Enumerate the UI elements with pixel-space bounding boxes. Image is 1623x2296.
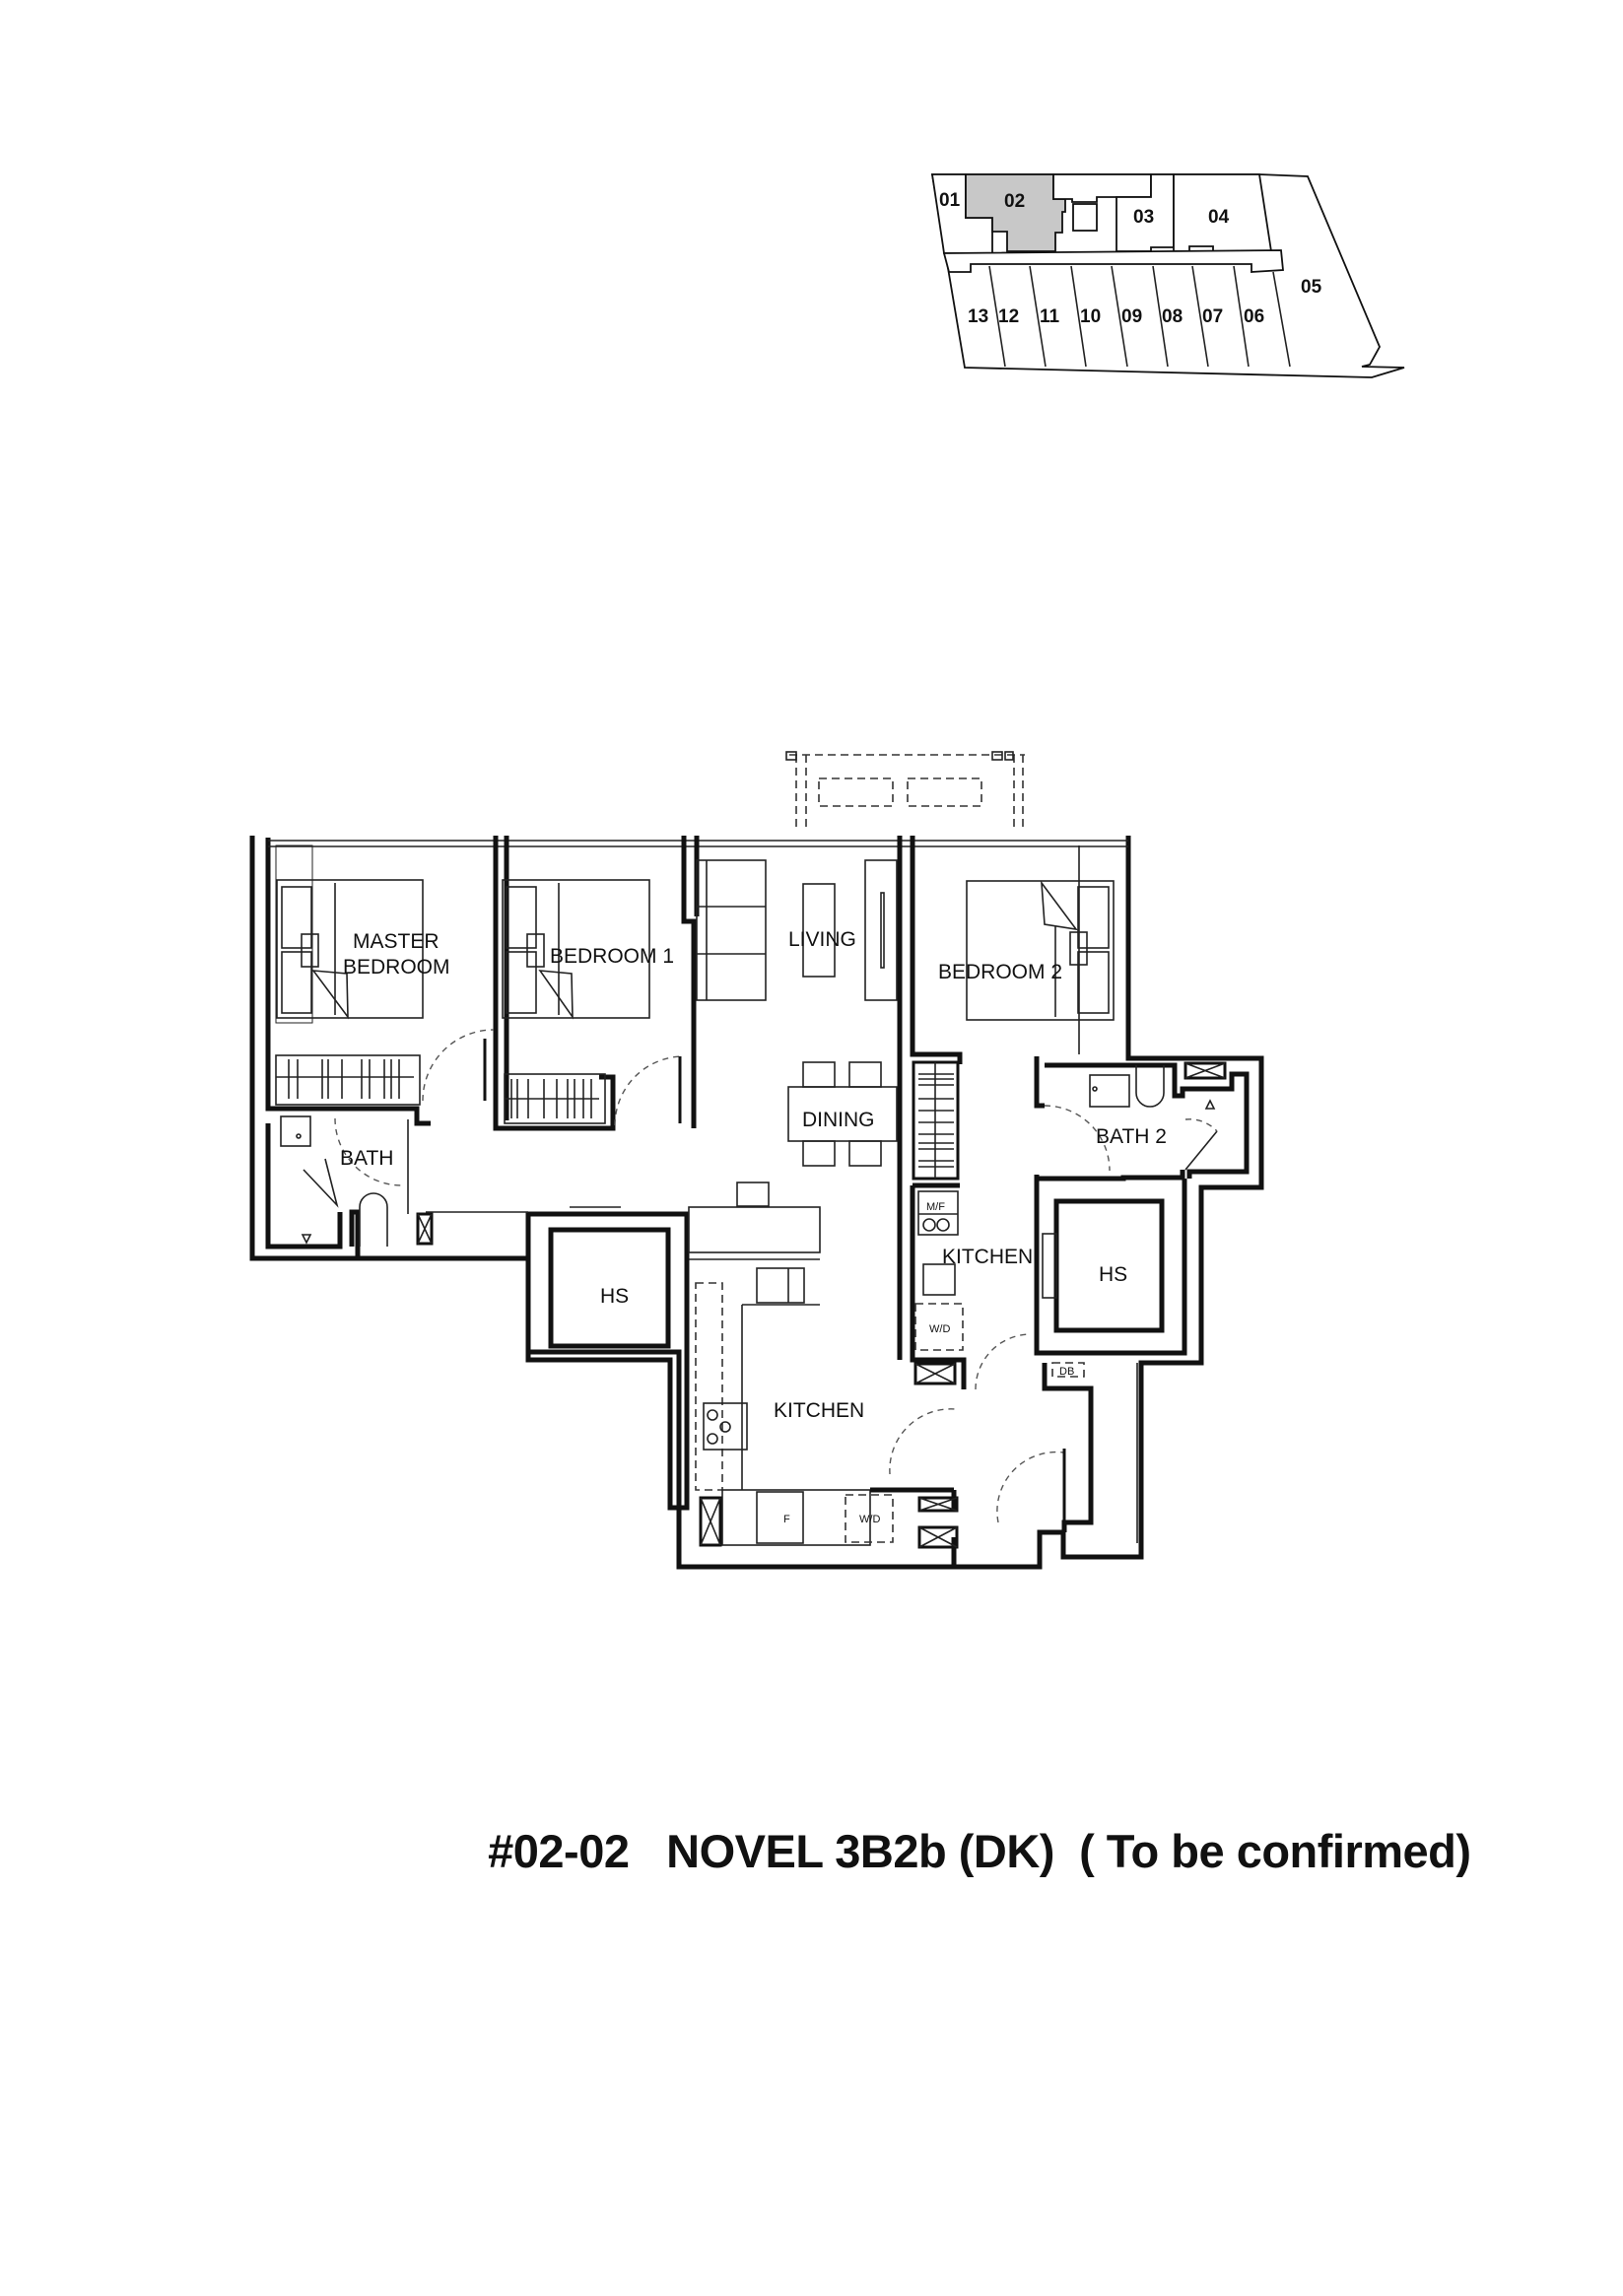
wet-kitchen-counters	[688, 1206, 894, 1547]
label-bedroom-1: BEDROOM 1	[550, 945, 674, 968]
service-shafts	[917, 1496, 959, 1549]
bedroom1-bed	[502, 879, 650, 1020]
key-lift	[1072, 203, 1098, 232]
key-label-02: 02	[1004, 191, 1025, 212]
label-wd-upper: W/D	[929, 1323, 950, 1335]
tv-console	[864, 859, 898, 1001]
label-db: DB	[1059, 1366, 1074, 1378]
floor-plan: M/F W/D DB	[249, 751, 1264, 1570]
dining-table	[787, 1061, 898, 1167]
key-label-03: 03	[1133, 207, 1154, 228]
key-lower-dividers	[988, 265, 1291, 368]
bedroom1-wardrobe	[504, 1073, 606, 1124]
key-label-09: 09	[1121, 306, 1142, 327]
hs-right-wall	[1034, 1179, 1187, 1356]
master-bed	[275, 844, 424, 1024]
label-hs-left: HS	[600, 1285, 629, 1308]
label-master-bedroom-2: BEDROOM	[343, 956, 450, 979]
label-kitchen-dry: KITCHEN.	[942, 1246, 1039, 1268]
bath2-fixtures	[1044, 1061, 1227, 1172]
label-living: LIVING	[788, 928, 856, 951]
entrance-corridor-wall	[1042, 1363, 1094, 1532]
label-hs-right: HS	[1099, 1263, 1127, 1286]
key-plan: 01 02 03 04 05 06 07 08 09 10 11 12 13	[930, 173, 1405, 378]
unit-number: #02-02	[488, 1825, 630, 1877]
key-corridor	[942, 249, 1284, 273]
hs-left	[548, 1227, 671, 1349]
interior-wall-left	[265, 838, 431, 1258]
key-label-06: 06	[1244, 306, 1264, 327]
unit-type: NOVEL 3B2b (DK)	[666, 1825, 1054, 1877]
key-label-01: 01	[939, 190, 961, 211]
hs-right-door	[1042, 1233, 1057, 1299]
living-sofa	[696, 859, 767, 1001]
label-fridge: F	[783, 1514, 790, 1525]
kitchen-partition	[870, 1487, 957, 1567]
dry-kitchen-shelves	[912, 1060, 960, 1181]
main-door-swing	[996, 1451, 1064, 1523]
label-bath-2: BATH 2	[1096, 1125, 1167, 1148]
db-box	[1051, 1362, 1085, 1378]
key-label-08: 08	[1162, 306, 1183, 327]
dry-kitchen-wall	[910, 1182, 967, 1389]
wall-bed1-living	[681, 836, 700, 1128]
coffee-table	[802, 883, 836, 978]
unit-title: #02-02 NOVEL 3B2b (DK) ( To be confirmed…	[463, 1770, 1471, 1878]
key-label-04: 04	[1208, 207, 1230, 228]
key-label-13: 13	[968, 306, 988, 327]
bedroom2-bed	[966, 845, 1115, 1054]
balcony	[785, 751, 1025, 831]
label-master-bedroom-1: MASTER	[353, 930, 440, 953]
kitchen-door-swing	[889, 1408, 956, 1475]
label-wd-lower: W/D	[859, 1514, 880, 1525]
label-bath: BATH	[340, 1147, 393, 1170]
key-label-11: 11	[1040, 306, 1060, 327]
key-label-10: 10	[1080, 306, 1101, 327]
dry-kitchen-door-swing	[975, 1333, 1032, 1390]
bath2-wall	[1034, 1056, 1250, 1182]
key-label-12: 12	[998, 306, 1019, 327]
hs-left-wall	[525, 1211, 690, 1511]
key-label-05: 05	[1301, 277, 1322, 298]
bath-fixtures	[280, 1115, 434, 1247]
unit-note: ( To be confirmed)	[1079, 1825, 1471, 1877]
wall-living-bed2	[897, 836, 963, 1360]
bedroom1-door-swing	[614, 1055, 683, 1126]
master-door-swing	[422, 1029, 495, 1102]
key-label-07: 07	[1202, 306, 1223, 327]
dry-kitchen-appliances	[913, 1190, 964, 1385]
bar-stool	[736, 1182, 770, 1207]
label-bedroom-2: BEDROOM 2	[938, 961, 1062, 983]
label-kitchen: KITCHEN	[774, 1399, 864, 1422]
label-dining: DINING	[802, 1109, 875, 1131]
master-wardrobe	[275, 1054, 421, 1106]
label-mf: M/F	[926, 1201, 945, 1213]
wall-bed1-bottom	[496, 1074, 616, 1131]
